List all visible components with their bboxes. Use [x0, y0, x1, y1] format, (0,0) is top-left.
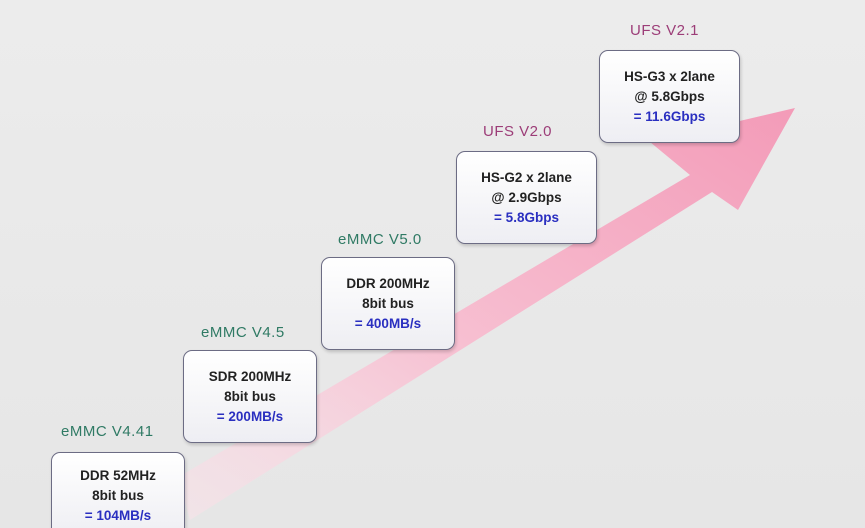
- stage-spec-line: HS-G3 x 2lane: [624, 68, 715, 84]
- stage-spec-line: DDR 200MHz: [346, 275, 430, 291]
- stage-spec-line: SDR 200MHz: [208, 368, 292, 384]
- stage-throughput: = 200MB/s: [216, 408, 284, 424]
- stage-label-emmc-v441: eMMC V4.41: [61, 423, 154, 440]
- stage-box-emmc-v45: SDR 200MHz 8bit bus = 200MB/s: [183, 350, 317, 443]
- stage-throughput: = 11.6Gbps: [633, 108, 706, 124]
- stage-label-emmc-v50: eMMC V5.0: [338, 231, 422, 248]
- stage-spec-line: @ 2.9Gbps: [491, 189, 562, 205]
- stage-label-ufs-v21: UFS V2.1: [630, 22, 700, 39]
- stage-box-emmc-v441: DDR 52MHz 8bit bus = 104MB/s: [51, 452, 185, 528]
- stage-throughput: = 5.8Gbps: [494, 209, 559, 225]
- stage-spec-line: HS-G2 x 2lane: [481, 169, 572, 185]
- stage-label-ufs-v20: UFS V2.0: [483, 123, 553, 140]
- stage-spec-line: DDR 52MHz: [80, 468, 156, 483]
- stage-box-ufs-v21: HS-G3 x 2lane @ 5.8Gbps = 11.6Gbps: [599, 50, 740, 143]
- stage-spec-line: 8bit bus: [224, 388, 276, 404]
- stage-spec-line: @ 5.8Gbps: [634, 88, 705, 104]
- stage-label-emmc-v45: eMMC V4.5: [201, 324, 285, 341]
- stage-spec-line: 8bit bus: [92, 488, 144, 503]
- stage-throughput: = 400MB/s: [354, 315, 422, 331]
- stage-throughput: = 104MB/s: [84, 508, 152, 523]
- stage-box-ufs-v20: HS-G2 x 2lane @ 2.9Gbps = 5.8Gbps: [456, 151, 597, 244]
- stage-spec-line: 8bit bus: [362, 295, 414, 311]
- progress-arrow-shape: [170, 108, 795, 520]
- stage-box-emmc-v50: DDR 200MHz 8bit bus = 400MB/s: [321, 257, 455, 350]
